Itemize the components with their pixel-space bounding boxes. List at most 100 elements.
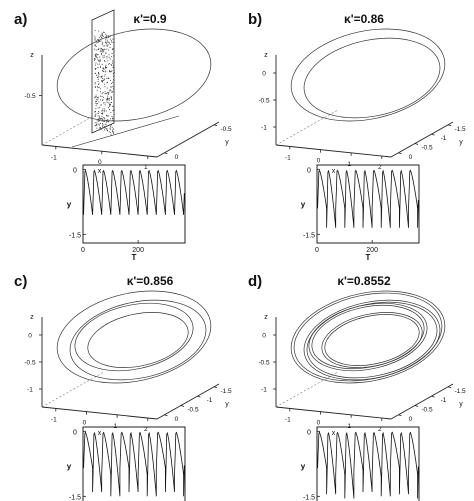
section-point — [106, 41, 108, 43]
section-point — [107, 44, 109, 46]
section-point — [94, 53, 96, 55]
section-point — [109, 103, 111, 105]
section-point — [109, 71, 111, 73]
axis-y-line — [390, 121, 454, 158]
attractor-loop — [306, 301, 438, 379]
section-point — [113, 75, 114, 77]
attractor-loop — [303, 37, 441, 119]
section-point — [97, 76, 99, 78]
section-point — [100, 50, 102, 52]
section-point — [97, 86, 98, 88]
section-point — [106, 115, 108, 117]
section-point — [97, 76, 98, 78]
section-point — [111, 98, 113, 100]
section-point — [99, 106, 101, 108]
section-point — [97, 72, 99, 74]
z-tick-label: -0.5 — [258, 98, 270, 105]
section-point — [101, 33, 103, 35]
ts-y-axis-label: y — [67, 200, 72, 209]
section-point — [97, 78, 99, 80]
section-point — [94, 97, 96, 99]
section-point — [107, 119, 109, 121]
section-point — [104, 56, 106, 58]
section-point — [112, 128, 114, 130]
section-point — [96, 101, 97, 103]
section-point — [110, 124, 112, 126]
section-point — [102, 124, 104, 126]
section-point — [106, 48, 108, 50]
y-tick-mark — [447, 386, 452, 389]
section-point — [106, 43, 108, 45]
section-point — [112, 132, 114, 133]
section-point — [101, 93, 103, 95]
section-point — [109, 89, 111, 91]
section-point — [101, 116, 103, 118]
section-point — [104, 108, 106, 110]
section-point — [96, 74, 97, 76]
section-point — [108, 35, 110, 37]
section-point — [100, 99, 102, 101]
section-point — [105, 36, 107, 38]
section-point — [109, 104, 111, 105]
panel-label: b) — [248, 11, 262, 28]
section-point — [100, 104, 102, 106]
section-point — [100, 34, 102, 36]
section-point — [106, 57, 108, 59]
section-point — [106, 100, 108, 102]
section-point — [94, 72, 96, 74]
section-point — [108, 63, 110, 64]
section-point — [110, 90, 112, 92]
attractor-loops — [56, 28, 212, 122]
section-point — [95, 125, 97, 127]
section-point — [100, 65, 102, 67]
section-point — [99, 118, 101, 120]
section-point — [95, 64, 96, 66]
section-point — [94, 35, 96, 37]
section-point — [100, 128, 102, 130]
y-tick-label: -0.5 — [421, 144, 433, 151]
section-point — [98, 40, 100, 42]
ts-x-axis-label: T — [366, 253, 371, 262]
section-point — [98, 30, 100, 32]
section-point — [99, 115, 101, 117]
section-point — [97, 63, 99, 65]
section-point — [94, 111, 96, 113]
section-point — [102, 49, 104, 51]
section-point — [101, 48, 103, 50]
section-point — [110, 96, 112, 98]
section-point — [102, 35, 104, 37]
section-point — [105, 65, 107, 67]
section-point — [102, 96, 104, 98]
section-point — [103, 71, 104, 72]
section-point — [111, 40, 112, 42]
section-point — [97, 98, 99, 100]
section-point — [113, 128, 114, 130]
section-point — [104, 71, 106, 73]
section-point — [95, 96, 97, 97]
section-point — [102, 31, 104, 33]
attractor-loop — [324, 314, 420, 366]
z-tick-label: 0 — [262, 333, 266, 340]
section-point — [107, 97, 109, 99]
section-point — [102, 113, 104, 115]
section-point — [113, 79, 114, 81]
section-point — [113, 65, 115, 67]
section-point — [105, 53, 107, 54]
panel-label: c) — [14, 273, 27, 290]
section-point — [98, 117, 100, 119]
section-point — [94, 37, 96, 39]
ts-y-tick-label: 0 — [73, 429, 77, 436]
z-axis-label: z — [264, 314, 268, 321]
section-point — [95, 98, 97, 100]
section-point — [113, 114, 115, 116]
section-point — [102, 122, 104, 124]
section-point — [104, 102, 106, 104]
section-point — [108, 93, 110, 95]
ts-series-line — [83, 169, 185, 215]
section-point — [100, 40, 102, 42]
attractor-loop — [293, 292, 443, 382]
attractor-loop — [56, 28, 212, 122]
y-tick-label: -0.5 — [220, 126, 232, 133]
section-point — [113, 72, 115, 74]
section-point — [98, 119, 100, 121]
